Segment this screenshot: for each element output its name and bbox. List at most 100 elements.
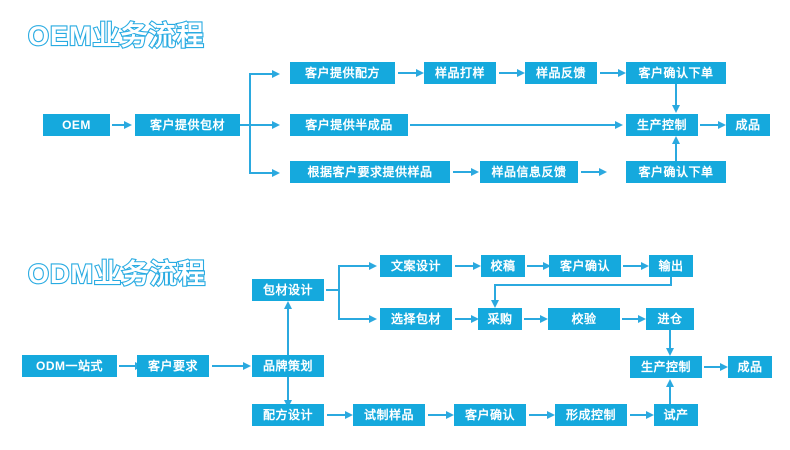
- box-odm-copy-design[interactable]: 文案设计: [380, 255, 452, 277]
- box-odm-form-control[interactable]: 形成控制: [555, 404, 627, 426]
- connector-purchase-to-verify: [524, 318, 542, 320]
- connector-output-to-purchase-horizontal: [494, 284, 672, 286]
- connector-pkg-design-to-bus: [326, 289, 340, 291]
- connector-copy-design-to-proofread: [455, 265, 475, 267]
- arrowhead-bus-to-row3: [272, 168, 280, 177]
- arrowhead-r3c2-r3c3: [599, 167, 607, 176]
- connector-odm-control-to-finished: [704, 366, 722, 368]
- box-oem-finished-product[interactable]: 成品: [726, 114, 770, 136]
- box-odm-requirement[interactable]: 客户要求: [137, 355, 209, 377]
- connector-bus-to-row1: [249, 73, 274, 75]
- arrowhead-confirm-bottom-to-form-control: [547, 410, 555, 419]
- box-odm-pkg-design[interactable]: 包材设计: [252, 279, 324, 301]
- box-odm-formula-design[interactable]: 配方设计: [252, 404, 324, 426]
- arrowhead-form-control-to-trial-prod: [646, 410, 654, 419]
- box-odm-purchase[interactable]: 采购: [478, 308, 522, 330]
- box-odm-output[interactable]: 输出: [649, 255, 693, 277]
- connector-r1c4-to-control: [675, 84, 677, 106]
- connector-trial-prod-to-control: [669, 386, 671, 404]
- box-oem-r1-feedback[interactable]: 样品反馈: [525, 62, 597, 84]
- connector-bus-to-row3: [249, 172, 274, 174]
- arrowhead-bus-to-row2: [272, 120, 280, 129]
- connector-confirm-bottom-to-form-control: [529, 414, 549, 416]
- connector-r3c3-to-control: [675, 143, 677, 161]
- box-oem-r2-semifinished[interactable]: 客户提供半成品: [290, 114, 408, 136]
- connector-verify-to-warehouse: [622, 318, 640, 320]
- box-odm-finished-product[interactable]: 成品: [728, 356, 772, 378]
- box-oem-r3-confirm-order[interactable]: 客户确认下单: [626, 161, 726, 183]
- box-odm-pkg-select[interactable]: 选择包材: [380, 308, 452, 330]
- arrowhead-confirm-to-output: [641, 261, 649, 270]
- box-oem-r1-confirm-order[interactable]: 客户确认下单: [626, 62, 726, 84]
- box-odm-verify[interactable]: 校验: [548, 308, 620, 330]
- odm-section-title: ODM业务流程: [27, 258, 206, 290]
- arrowhead-oem-start-to-packaging: [124, 120, 132, 129]
- box-odm-production-control[interactable]: 生产控制: [630, 356, 702, 378]
- box-oem-r1-sampling[interactable]: 样品打样: [424, 62, 496, 84]
- arrowhead-proofread-to-confirm: [543, 261, 551, 270]
- arrowhead-bus-to-row1: [272, 69, 280, 78]
- box-odm-trial-production[interactable]: 试产: [654, 404, 698, 426]
- box-oem-r1-formula[interactable]: 客户提供配方: [290, 62, 395, 84]
- connector-trial-sample-to-confirm: [428, 414, 448, 416]
- arrowhead-trial-prod-to-control: [665, 379, 674, 387]
- box-odm-warehouse[interactable]: 进仓: [646, 308, 694, 330]
- connector-proofread-to-confirm: [527, 265, 545, 267]
- connector-odm-start-to-requirement: [119, 365, 137, 367]
- arrowhead-requirement-to-branding: [243, 361, 251, 370]
- box-odm-trial-sample[interactable]: 试制样品: [353, 404, 425, 426]
- connector-r1c1-r1c2: [398, 72, 418, 74]
- box-oem-r3-sample-info-feedback[interactable]: 样品信息反馈: [480, 161, 578, 183]
- connector-oem-start-to-packaging: [112, 124, 126, 126]
- connector-control-to-finished: [700, 124, 720, 126]
- box-oem-start[interactable]: OEM: [43, 114, 110, 136]
- arrowhead-odm-control-to-finished: [720, 362, 728, 371]
- arrowhead-r1c3-r1c4: [618, 68, 626, 77]
- arrowhead-copy-design-to-proofread: [473, 261, 481, 270]
- connector-output-down: [670, 277, 672, 285]
- arrowhead-branding-to-pkg-design: [283, 301, 292, 309]
- connector-bus-to-pkg-select: [338, 318, 371, 320]
- arrowhead-r1c1-r1c2: [416, 68, 424, 77]
- oem-section-title: OEM业务流程: [27, 20, 205, 52]
- arrowhead-r3c1-r3c2: [471, 167, 479, 176]
- connector-form-control-to-trial-prod: [630, 414, 648, 416]
- connector-r3c2-r3c3: [581, 171, 601, 173]
- connector-formula-to-trial-sample: [327, 414, 347, 416]
- arrowhead-verify-to-warehouse: [638, 314, 646, 323]
- arrowhead-r3c3-to-control: [671, 136, 680, 144]
- connector-r1c3-r1c4: [600, 72, 620, 74]
- connector-packaging-to-bus: [240, 124, 252, 126]
- box-odm-start[interactable]: ODM一站式: [22, 355, 117, 377]
- box-odm-confirm-bottom[interactable]: 客户确认: [454, 404, 526, 426]
- arrowhead-bus-to-copy-design: [369, 261, 377, 270]
- connector-bus-to-row2: [249, 124, 274, 126]
- connector-r3c1-r3c2: [453, 171, 473, 173]
- arrowhead-control-to-finished: [718, 120, 726, 129]
- box-oem-production-control[interactable]: 生产控制: [626, 114, 698, 136]
- arrowhead-output-to-purchase: [490, 300, 499, 308]
- arrowhead-bus-to-pkg-select: [369, 314, 377, 323]
- connector-branding-to-pkg-design: [287, 308, 289, 355]
- box-odm-branding[interactable]: 品牌策划: [252, 355, 324, 377]
- arrowhead-warehouse-to-control: [665, 348, 674, 356]
- arrowhead-r1c4-to-control: [671, 105, 680, 113]
- connector-branding-to-formula: [287, 377, 289, 402]
- connector-confirm-to-output: [623, 265, 643, 267]
- arrowhead-r2c1-to-control: [615, 120, 623, 129]
- connector-warehouse-to-control: [669, 330, 671, 350]
- box-odm-confirm-top[interactable]: 客户确认: [549, 255, 621, 277]
- arrowhead-pkg-select-to-purchase: [471, 314, 479, 323]
- connector-r2c1-to-control: [410, 124, 617, 126]
- connector-output-to-purchase-vertical: [494, 284, 496, 302]
- box-oem-packaging[interactable]: 客户提供包材: [135, 114, 240, 136]
- arrowhead-formula-to-trial-sample: [345, 410, 353, 419]
- connector-pkg-select-to-purchase: [455, 318, 473, 320]
- box-odm-proofread[interactable]: 校稿: [481, 255, 525, 277]
- connector-bus-to-copy-design: [338, 265, 371, 267]
- box-oem-r3-sample-by-request[interactable]: 根据客户要求提供样品: [290, 161, 450, 183]
- arrowhead-r1c2-r1c3: [517, 68, 525, 77]
- branch-bus-odm: [338, 265, 340, 320]
- connector-r1c2-r1c3: [499, 72, 519, 74]
